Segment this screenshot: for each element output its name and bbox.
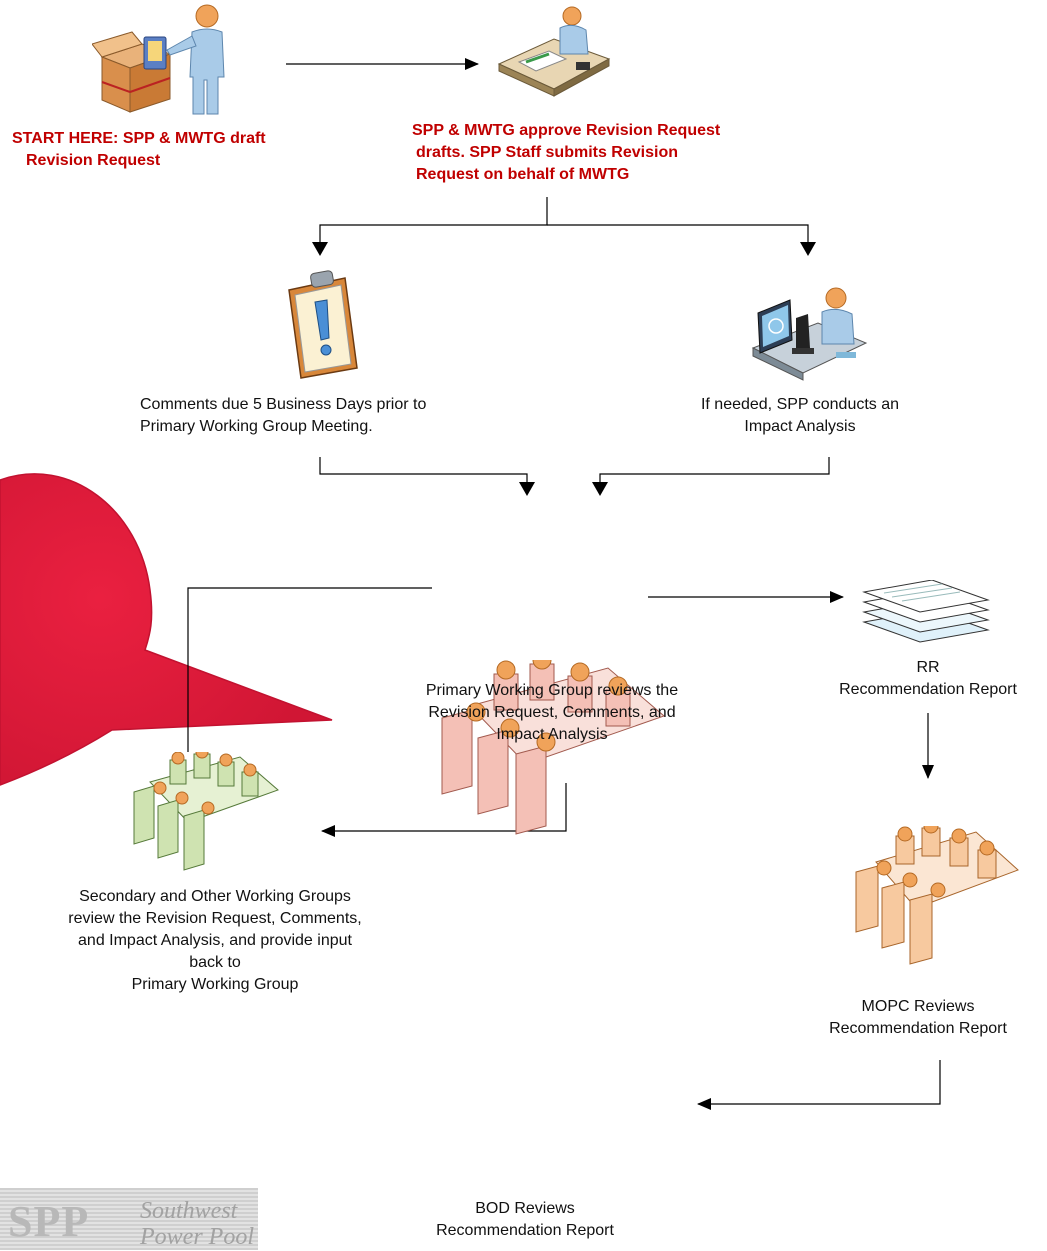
- label-line: Recommendation Report: [829, 1020, 1007, 1037]
- label-line: Revision Request: [26, 152, 161, 169]
- label-line: Impact Analysis: [744, 418, 856, 435]
- label-line: Impact Analysis: [496, 726, 608, 743]
- arrow-primary-to-secondary: [321, 783, 567, 837]
- label-line: review the Revision Request, Comments,: [68, 910, 362, 927]
- arrowhead-down: [592, 482, 608, 496]
- label-line: If needed, SPP conducts an: [700, 396, 900, 413]
- person-packing-box-icon: [92, 4, 225, 115]
- arrow-comments-to-primary: [319, 457, 528, 494]
- person-at-desk-icon: [497, 6, 611, 97]
- label-line: Recommendation Report: [839, 681, 1017, 698]
- logo-line-1: Southwest: [140, 1198, 238, 1224]
- label-line: Primary Working Group reviews the: [425, 682, 679, 699]
- rr-report-label: RR Recommendation Report: [810, 657, 1046, 701]
- label-line: Recommendation Report: [436, 1222, 614, 1239]
- label-line: START HERE: SPP & MWTG draft: [12, 130, 266, 147]
- arrowhead-down: [800, 242, 816, 256]
- meeting-table-icon: [855, 826, 1019, 965]
- label-line: BOD Reviews: [475, 1200, 575, 1217]
- logo-line-2: Power Pool: [140, 1224, 254, 1250]
- spp-logo: SPP Southwest Power Pool: [0, 1188, 258, 1250]
- label-line: back to: [189, 954, 241, 971]
- arrow-mopc-to-bod: [697, 1060, 941, 1110]
- document-stack-icon: [862, 580, 990, 643]
- scientist-microscope-icon: [751, 287, 868, 381]
- arrowhead-down: [312, 242, 328, 256]
- primary-step-label: Primary Working Group reviews the Revisi…: [372, 680, 732, 746]
- arrow-impact-to-primary: [599, 457, 830, 494]
- start-step-label: START HERE: SPP & MWTG draft Revision Re…: [12, 128, 266, 172]
- approve-step-label: SPP & MWTG approve Revision Request draf…: [412, 120, 720, 186]
- comments-step-label: Comments due 5 Business Days prior to Pr…: [140, 394, 426, 438]
- speech-bubble: [0, 473, 333, 786]
- arrow-secondary-to-primary: [187, 587, 432, 752]
- meeting-table-icon: [133, 752, 279, 871]
- label-line: Secondary and Other Working Groups: [79, 888, 351, 905]
- impact-step-label: If needed, SPP conducts an Impact Analys…: [660, 394, 940, 438]
- arrowhead-down: [519, 482, 535, 496]
- arrow-approve-split: [319, 197, 548, 254]
- label-line: MOPC Reviews: [861, 998, 975, 1015]
- mopc-step-label: MOPC Reviews Recommendation Report: [800, 996, 1036, 1040]
- label-line: and Impact Analysis, and provide input: [78, 932, 352, 949]
- label-line: RR: [916, 659, 940, 676]
- bod-step-label: BOD Reviews Recommendation Report: [410, 1198, 640, 1242]
- label-line: Request on behalf of MWTG: [416, 166, 630, 183]
- label-line: Revision Request, Comments, and: [428, 704, 676, 721]
- label-line: drafts. SPP Staff submits Revision: [416, 144, 678, 161]
- secondary-step-label: Secondary and Other Working Groups revie…: [30, 886, 400, 996]
- clipboard-alert-icon: [288, 270, 358, 379]
- logo-symbol: SPP: [8, 1197, 90, 1246]
- label-line: Primary Working Group Meeting.: [140, 418, 373, 435]
- label-line: Comments due 5 Business Days prior to: [140, 396, 427, 413]
- meeting-table-icon: [441, 660, 665, 835]
- label-line: SPP & MWTG approve Revision Request: [412, 122, 721, 139]
- label-line: Primary Working Group: [131, 976, 299, 993]
